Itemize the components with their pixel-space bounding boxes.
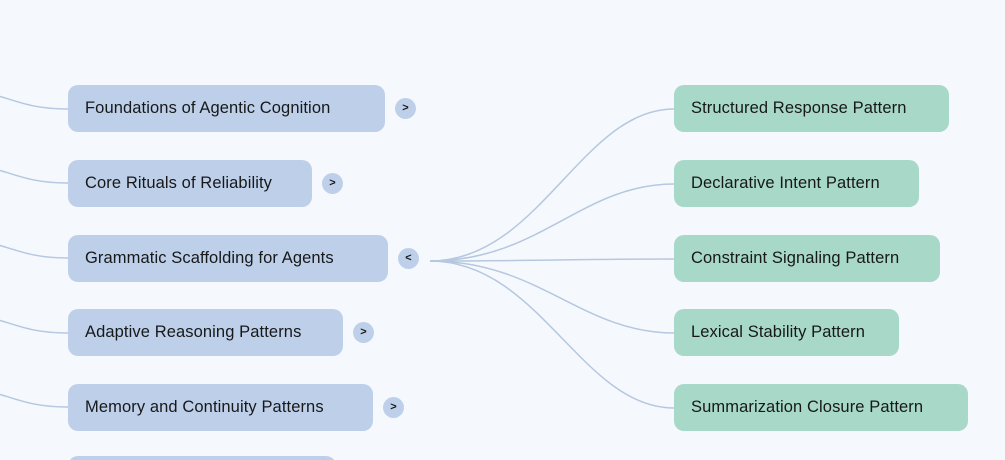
incoming-edge <box>0 169 69 184</box>
branch-node-label: Grammatic Scaffolding for Agents <box>85 249 334 268</box>
branch-node-label: Foundations of Agentic Cognition <box>85 99 331 118</box>
expand-toggle-icon[interactable]: > <box>353 322 374 343</box>
leaf-node[interactable]: Constraint Signaling Pattern <box>674 235 940 282</box>
leaf-node-label: Lexical Stability Pattern <box>691 323 866 342</box>
leaf-node[interactable]: Declarative Intent Pattern <box>674 160 919 207</box>
leaf-node-label: Structured Response Pattern <box>691 99 907 118</box>
branch-node-label: Memory and Continuity Patterns <box>85 398 324 417</box>
fanout-edge <box>429 258 675 262</box>
branch-node[interactable]: Memory and Continuity Patterns <box>68 384 373 431</box>
branch-node[interactable]: Adaptive Reasoning Patterns <box>68 309 343 356</box>
fanout-edge <box>429 108 675 262</box>
collapse-toggle-icon[interactable]: < <box>398 248 419 269</box>
branch-node[interactable] <box>68 456 336 460</box>
leaf-node-label: Summarization Closure Pattern <box>691 398 924 417</box>
incoming-edge <box>0 244 69 259</box>
incoming-edge <box>0 95 69 110</box>
fanout-edge <box>429 260 675 409</box>
leaf-node[interactable]: Structured Response Pattern <box>674 85 949 132</box>
expand-toggle-icon[interactable]: > <box>395 98 416 119</box>
branch-node-label: Core Rituals of Reliability <box>85 174 273 193</box>
fanout-edge <box>429 183 675 262</box>
fanout-edge <box>429 260 675 334</box>
branch-node[interactable]: Foundations of Agentic Cognition <box>68 85 385 132</box>
expand-toggle-icon[interactable]: > <box>383 397 404 418</box>
leaf-node-label: Constraint Signaling Pattern <box>691 249 900 268</box>
leaf-node[interactable]: Lexical Stability Pattern <box>674 309 899 356</box>
incoming-edge <box>0 319 69 334</box>
expand-toggle-icon[interactable]: > <box>322 173 343 194</box>
branch-node[interactable]: Core Rituals of Reliability <box>68 160 312 207</box>
branch-node-label: Adaptive Reasoning Patterns <box>85 323 302 342</box>
incoming-edge <box>0 393 69 408</box>
leaf-node-label: Declarative Intent Pattern <box>691 174 880 193</box>
leaf-node[interactable]: Summarization Closure Pattern <box>674 384 968 431</box>
branch-node[interactable]: Grammatic Scaffolding for Agents <box>68 235 388 282</box>
